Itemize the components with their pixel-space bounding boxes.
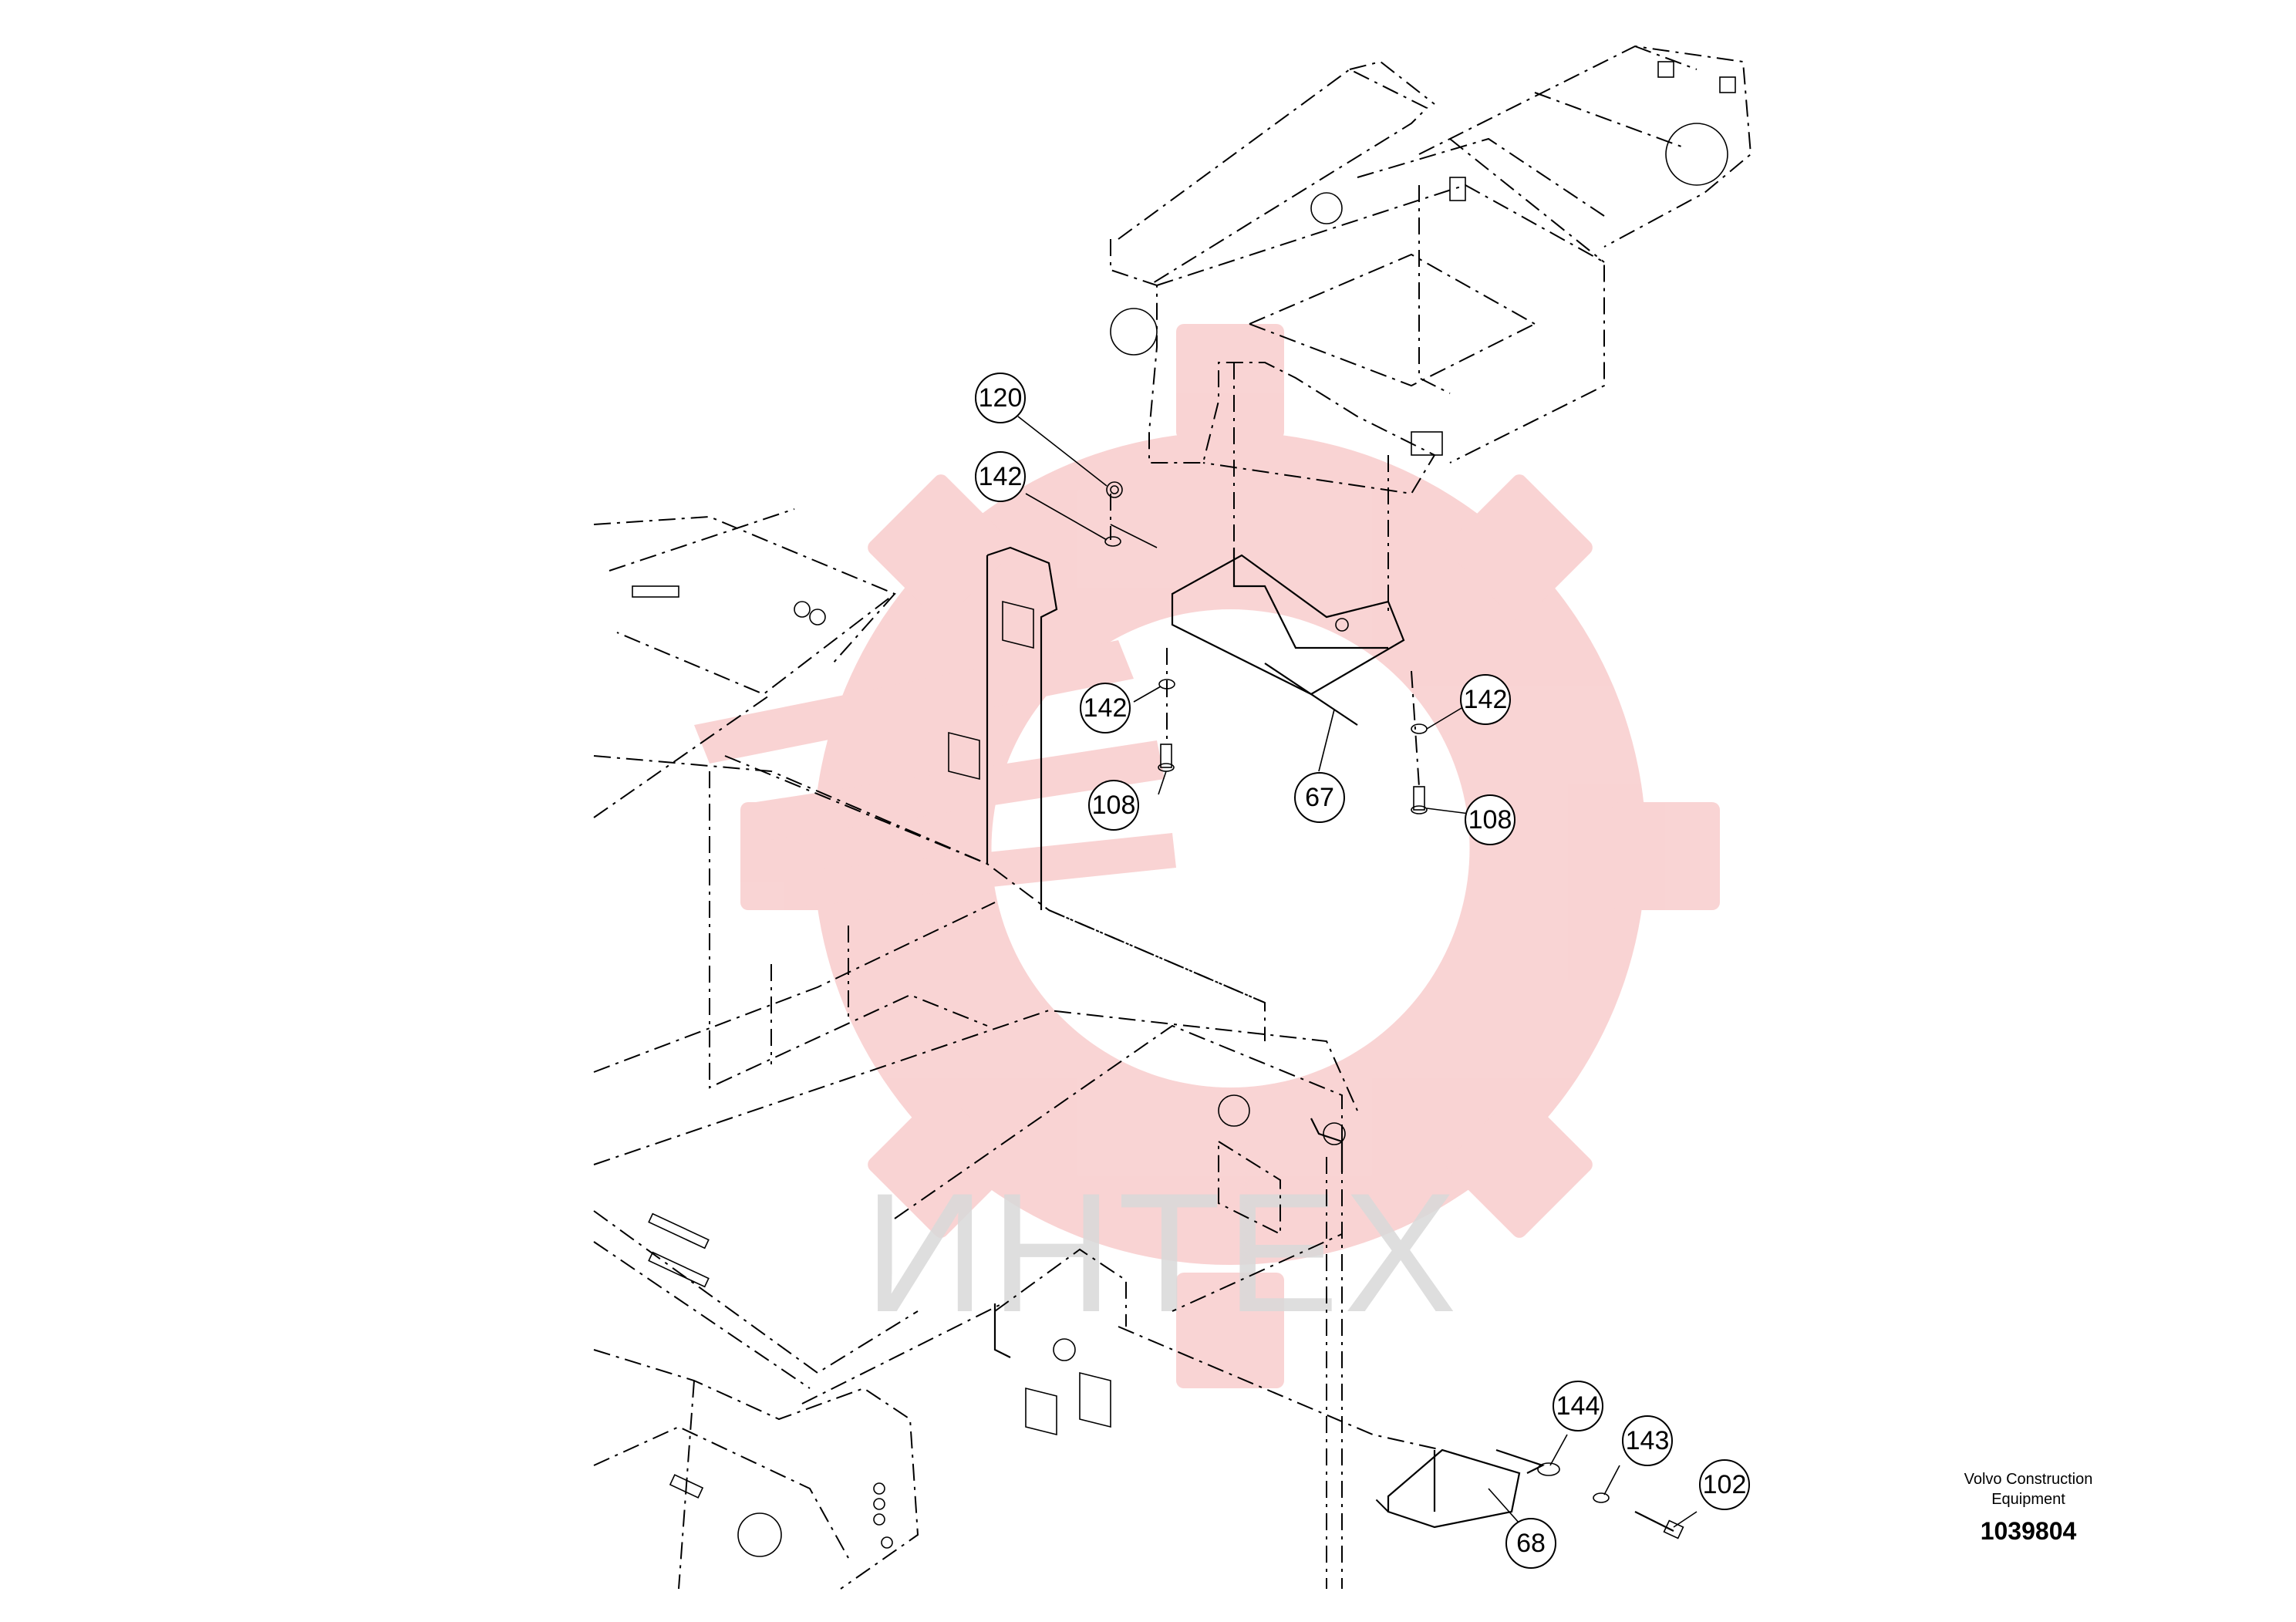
callout-label: 142: [979, 462, 1023, 491]
callout-label: 102: [1703, 1470, 1747, 1499]
callout-label: 142: [1464, 685, 1508, 714]
watermark-gear-icon: [694, 324, 1720, 1388]
callout-label: 143: [1626, 1426, 1670, 1455]
callout-label: 108: [1468, 805, 1512, 835]
callout-label: 67: [1305, 783, 1334, 812]
callout-108[interactable]: 108: [1088, 780, 1139, 831]
brand-name-line1: Volvo Construction: [1964, 1471, 2093, 1488]
callout-108[interactable]: 108: [1465, 794, 1515, 845]
callout-label: 68: [1516, 1529, 1546, 1558]
callout-144[interactable]: 144: [1553, 1381, 1603, 1431]
brand-name-line2: Equipment: [1991, 1491, 2065, 1508]
callout-143[interactable]: 143: [1622, 1415, 1673, 1466]
callout-142[interactable]: 142: [1460, 674, 1511, 725]
callout-label: 120: [979, 383, 1023, 413]
callout-leaders: [1017, 416, 1698, 1528]
frame-structure: [593, 45, 1752, 1590]
document-number: 1039804: [1980, 1517, 2077, 1545]
callout-142[interactable]: 142: [1080, 683, 1131, 733]
callout-142[interactable]: 142: [975, 451, 1026, 502]
callout-label: 144: [1556, 1391, 1600, 1421]
callout-102[interactable]: 102: [1699, 1459, 1750, 1510]
callout-68[interactable]: 68: [1505, 1518, 1556, 1569]
watermark-text: ИНТЕХ: [864, 1158, 1462, 1347]
callout-label: 142: [1084, 693, 1128, 723]
callout-label: 108: [1092, 791, 1136, 820]
brand-block: Volvo Construction Equipment 1039804: [1928, 1469, 2129, 1546]
callout-67[interactable]: 67: [1294, 772, 1345, 823]
callout-120[interactable]: 120: [975, 373, 1026, 423]
